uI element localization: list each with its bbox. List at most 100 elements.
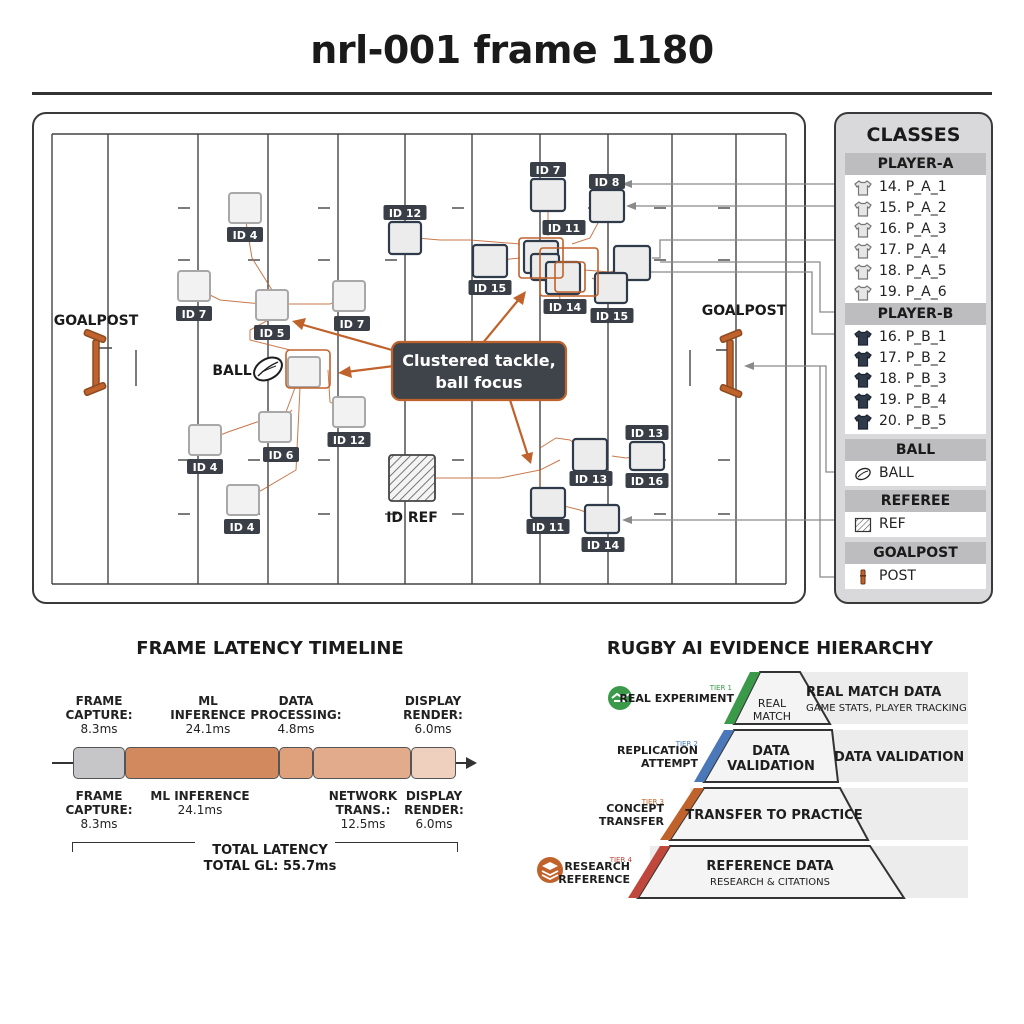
id-tag-label: ID 8	[595, 176, 620, 189]
referee-label: ID REF	[386, 510, 438, 526]
timeline-bottom-label-network: NETWORK TRANS.: 12.5ms	[326, 789, 400, 831]
pyramid-label: REAL	[758, 697, 787, 710]
id-tag: ID 8	[589, 174, 625, 189]
dark-jersey-icon	[854, 413, 872, 430]
timeline-top-label-inference: ML INFERENCE 24.1ms	[158, 694, 258, 736]
label-name: NETWORK TRANS.:	[328, 789, 398, 817]
class-list: POST	[845, 564, 986, 589]
classes-title: CLASSES	[866, 124, 961, 146]
label-value: 8.3ms	[80, 817, 118, 831]
light-jersey-icon	[854, 263, 872, 280]
timeline-title: FRAME LATENCY TIMELINE	[136, 638, 404, 659]
right-title: REAL MATCH DATA	[806, 685, 941, 700]
post-icon	[860, 569, 866, 584]
class-item: POST	[845, 566, 986, 587]
hatched-box-icon	[854, 517, 872, 532]
tier-label: TIER 4	[609, 856, 633, 864]
label-value: 24.1ms	[185, 722, 231, 736]
dark-jersey-icon	[854, 350, 872, 367]
class-item: REF	[845, 514, 986, 535]
label-name: ML INFERENCE	[150, 789, 250, 803]
total-latency-label: TOTAL LATENCY	[212, 843, 328, 858]
id-tag-label: ID 14	[587, 539, 620, 552]
segment-data-processing	[279, 747, 313, 779]
class-item: BALL	[845, 463, 986, 484]
class-item-label: 19. P_A_6	[879, 284, 947, 300]
handshake-icon	[608, 686, 632, 710]
id-tag-label: ID 11	[532, 521, 564, 534]
label-value: 6.0ms	[414, 722, 452, 736]
team-b-boxes	[387, 177, 666, 535]
id-tag: ID 7	[334, 316, 370, 331]
light-jersey-icon	[854, 179, 872, 196]
segment-ml-inference	[125, 747, 279, 779]
right-sub: GAME STATS, PLAYER TRACKING	[806, 703, 967, 714]
id-tag: ID 14	[543, 299, 587, 314]
class-header: PLAYER-A	[845, 153, 986, 175]
label-name: DISPLAY RENDER:	[404, 789, 464, 817]
id-tag: ID 16	[625, 473, 669, 488]
callout-arrows	[292, 291, 533, 464]
tier-label: TIER 3	[641, 798, 664, 806]
class-item: 20. P_B_5	[845, 411, 986, 432]
layers-icon	[537, 857, 563, 883]
class-item-label: 19. P_B_4	[879, 392, 947, 408]
tackle-cluster	[518, 237, 599, 297]
id-tag-label: ID 16	[631, 475, 664, 488]
segment-frame-capture	[73, 747, 125, 779]
class-item-label: 14. P_A_1	[879, 179, 947, 195]
bracket-gap	[195, 838, 335, 846]
label-value: 12.5ms	[340, 817, 386, 831]
class-header: GOALPOST	[845, 542, 986, 564]
dark-jersey-icon	[854, 329, 872, 346]
id-tag: ID 13	[625, 425, 669, 440]
label-name: FRAME CAPTURE:	[65, 694, 133, 722]
label-name: FRAME CAPTURE:	[65, 789, 133, 817]
class-item-label: POST	[879, 568, 916, 584]
timeline-top-label-processing: DATA PROCESSING: 4.8ms	[248, 694, 344, 736]
class-item: 19. P_B_4	[845, 390, 986, 411]
label-value: 24.1ms	[177, 803, 223, 817]
class-list: BALL	[845, 461, 986, 486]
id-tag: ID 4	[227, 227, 263, 242]
id-tag: ID 7	[176, 306, 212, 321]
id-tag-label: ID 7	[536, 164, 561, 177]
class-item: 16. P_A_3	[845, 219, 986, 240]
id-tag: ID 4	[187, 459, 223, 474]
pitch-lines	[51, 133, 787, 585]
label-name: DISPLAY RENDER:	[403, 694, 463, 722]
id-tag: ID 11	[526, 519, 570, 534]
tier-label: TIER 2	[675, 740, 698, 748]
class-item-label: 15. P_A_2	[879, 200, 947, 216]
tier-name: TRANSFER	[599, 815, 665, 828]
id-tag: ID 11	[542, 220, 586, 235]
tier-name: RESEARCH	[564, 860, 630, 873]
id-tag: ID 13	[569, 471, 613, 486]
id-tag: ID 15	[468, 280, 512, 295]
goalpost-left-label: GOALPOST	[54, 313, 139, 329]
class-item: 19. P_A_6	[845, 282, 986, 303]
class-item-label: 18. P_A_5	[879, 263, 947, 279]
pyramid-label: VALIDATION	[727, 759, 815, 774]
class-item-label: BALL	[879, 465, 914, 481]
class-item: 16. P_B_1	[845, 327, 986, 348]
class-item: 14. P_A_1	[845, 177, 986, 198]
timeline-bottom-label-render: DISPLAY RENDER: 6.0ms	[398, 789, 470, 831]
id-tag-label: ID 12	[389, 207, 421, 220]
id-tag-label: ID 14	[549, 301, 582, 314]
id-tag: ID 5	[254, 325, 290, 340]
timeline-top-label-capture: FRAME CAPTURE: 8.3ms	[60, 694, 138, 736]
id-tag-label: ID 15	[474, 282, 506, 295]
label-value: 8.3ms	[80, 722, 118, 736]
class-item-label: 20. P_B_5	[879, 413, 947, 429]
class-item: 17. P_A_4	[845, 240, 986, 261]
class-group-goalpost: GOALPOST POST	[845, 542, 986, 589]
id-tag: ID 12	[383, 205, 427, 220]
id-tag: ID 15	[590, 308, 634, 323]
page-title: nrl-001 frame 1180	[310, 28, 714, 72]
